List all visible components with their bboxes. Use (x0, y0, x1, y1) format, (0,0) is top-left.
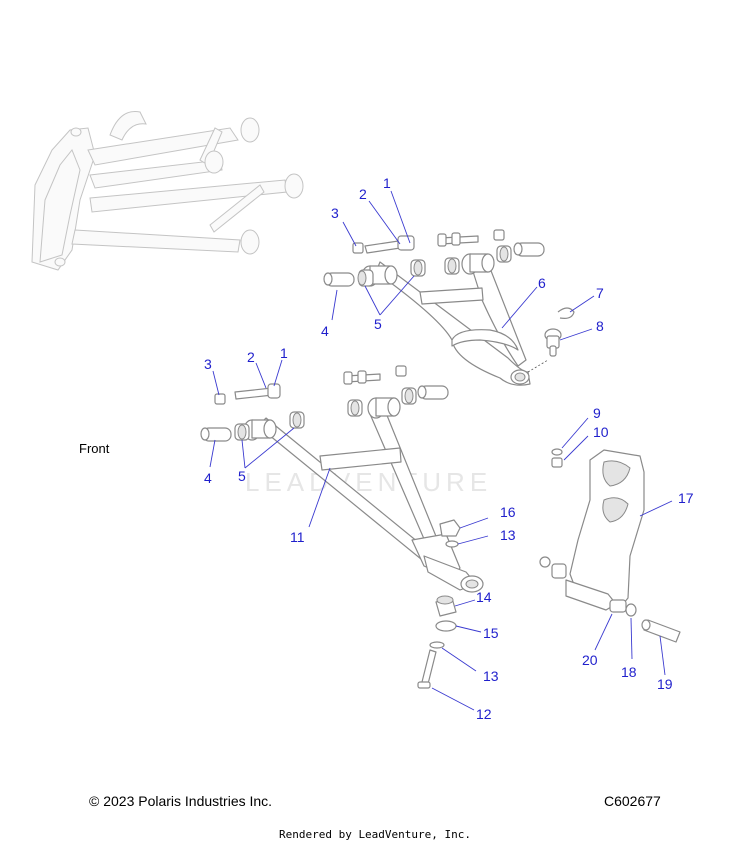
callout-upper-2: 2 (359, 186, 367, 202)
frame-assembly-ghost (31, 110, 304, 271)
callout-lower-3: 3 (204, 356, 212, 372)
callout-16: 16 (500, 504, 516, 520)
callout-15: 15 (483, 625, 499, 641)
callout-upper-7: 7 (596, 285, 604, 301)
callout-upper-1: 1 (383, 175, 391, 191)
callout-19: 19 (657, 676, 673, 692)
callout-lower-5: 5 (238, 468, 246, 484)
lower-hardware (200, 365, 449, 442)
callout-18: 18 (621, 664, 637, 680)
callout-upper-8: 8 (596, 318, 604, 334)
spindle-bracket (539, 448, 681, 643)
diagram-code: C602677 (604, 793, 661, 809)
upper-ball-joint (527, 307, 575, 373)
callout-10: 10 (593, 424, 609, 440)
callout-17: 17 (678, 490, 694, 506)
front-label: Front (79, 441, 110, 456)
upper-hardware (323, 229, 545, 287)
callout-11: 11 (290, 529, 305, 545)
callout-upper-5: 5 (374, 316, 382, 332)
callout-upper-3: 3 (331, 205, 339, 221)
callout-20: 20 (582, 652, 598, 668)
callout-numbers: 1 2 3 4 5 6 7 8 1 2 3 4 5 9 10 11 12 13 … (204, 175, 694, 722)
callout-12: 12 (476, 706, 492, 722)
callout-13b: 13 (483, 668, 499, 684)
callout-14: 14 (476, 589, 492, 605)
callout-9: 9 (593, 405, 601, 421)
leader-lines (209, 190, 673, 711)
callout-lower-1: 1 (280, 345, 288, 361)
lower-ball-joint-hardware (417, 519, 461, 689)
copyright-text: © 2023 Polaris Industries Inc. (89, 793, 273, 809)
callout-lower-2: 2 (247, 349, 255, 365)
callout-lower-4: 4 (204, 470, 212, 486)
callout-13a: 13 (500, 527, 516, 543)
callout-upper-6: 6 (538, 275, 546, 291)
watermark: LEADVENTURE (245, 467, 492, 497)
upper-a-arm (361, 253, 531, 386)
rendered-by-text: Rendered by LeadVenture, Inc. (278, 828, 472, 841)
callout-upper-4: 4 (321, 323, 329, 339)
